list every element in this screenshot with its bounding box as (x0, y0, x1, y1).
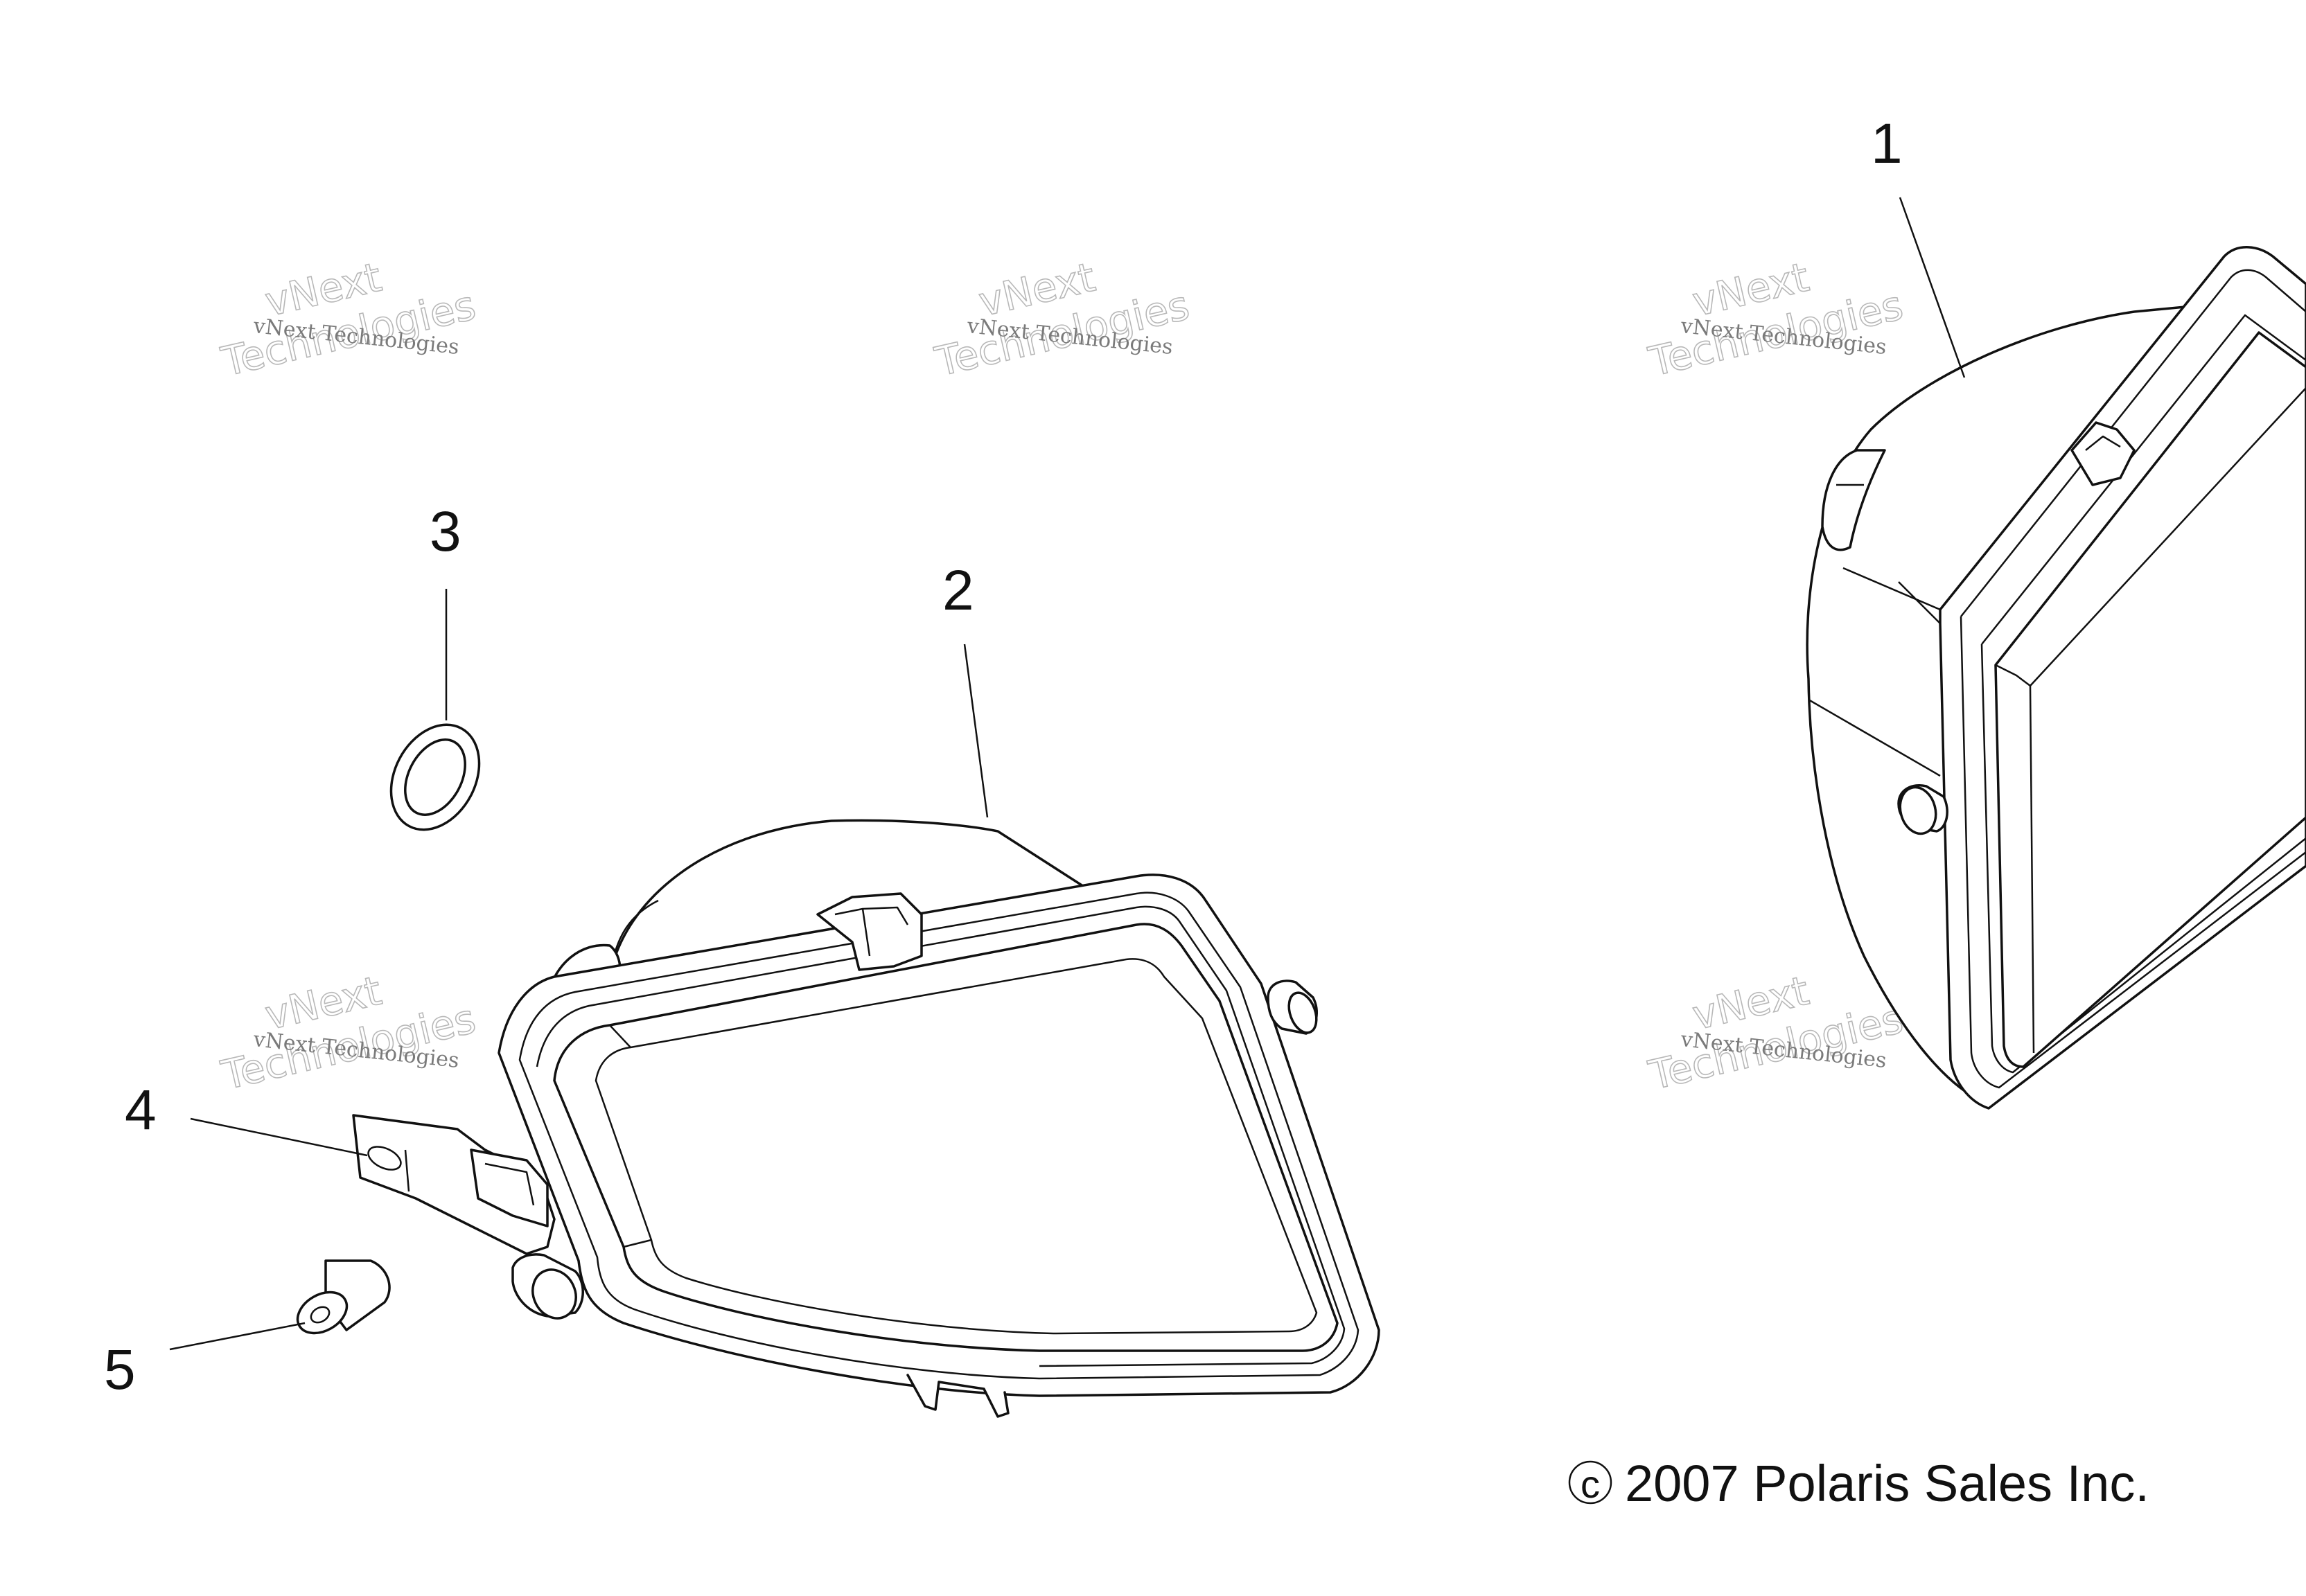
watermark-3: vNext Technologies (1644, 253, 1908, 386)
watermark-2: vNext Technologies (930, 253, 1194, 386)
copyright-text: 2007 Polaris Sales Inc. (1625, 1455, 2149, 1512)
callout-3: 3 (430, 500, 461, 720)
copyright-notice: c 2007 Polaris Sales Inc. (1568, 1455, 2149, 1512)
part-3-o-ring (389, 723, 481, 831)
callout-label: 4 (125, 1079, 157, 1142)
part-5-rivet (296, 1259, 391, 1335)
callout-label: 5 (104, 1338, 136, 1401)
callout-label: 1 (1871, 112, 1903, 175)
copyright-circle-icon (1568, 1460, 1612, 1505)
callout-4: 4 (125, 1079, 368, 1157)
callout-label: 2 (942, 559, 974, 622)
callout-1: 1 (1871, 112, 1966, 378)
watermark-6: vNext Technologies (1644, 966, 1908, 1099)
watermark-1: vNext Technologies (216, 253, 480, 386)
part-1-headlight-side-view (1806, 246, 2306, 1110)
watermark-4: vNext Technologies (216, 966, 480, 1099)
callout-label: 3 (430, 500, 461, 563)
callout-5: 5 (104, 1322, 306, 1401)
copyright-symbol: c (1581, 1462, 1600, 1506)
part-2-headlight-assembly (498, 819, 1380, 1418)
callout-2: 2 (942, 559, 989, 818)
part-4-bracket (352, 1114, 556, 1255)
